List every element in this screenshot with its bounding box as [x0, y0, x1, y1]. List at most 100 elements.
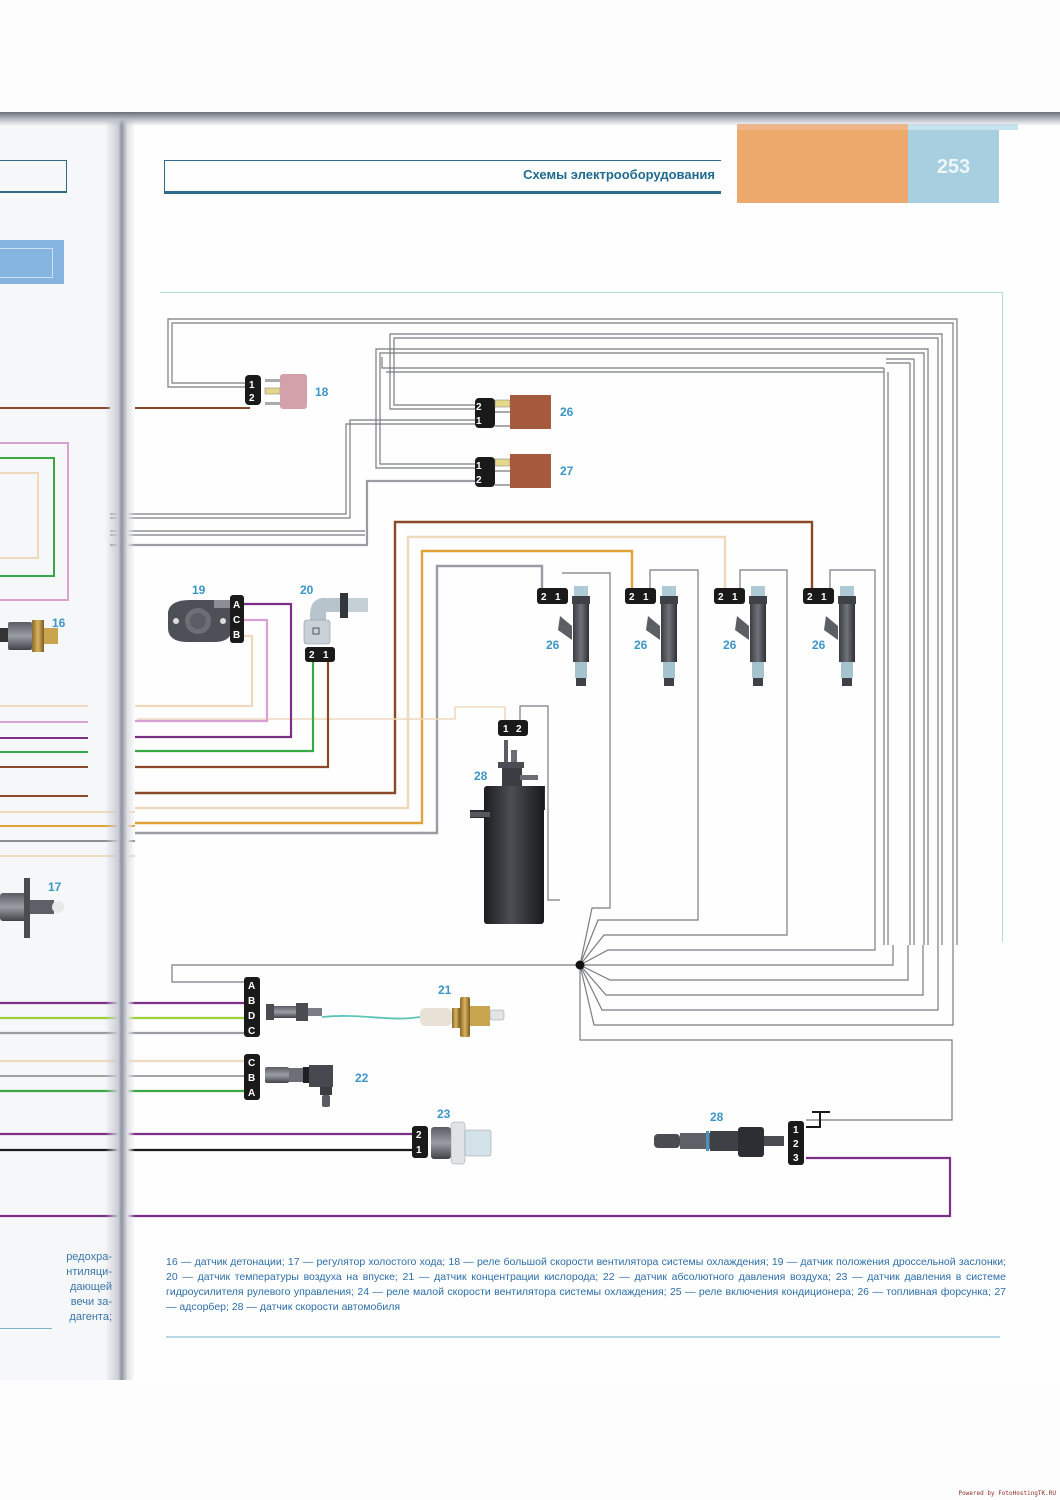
injector-3-pin-1: 1 — [732, 592, 738, 603]
left-text-line: вечи за- — [70, 1296, 112, 1308]
vss-pin-1: 1 — [793, 1125, 799, 1136]
left-bundle-wires — [0, 407, 250, 857]
oxygen-sensor-21: A B D C 21 — [244, 977, 505, 1037]
component-label-28: 28 — [710, 1110, 724, 1124]
injector-1-label: 26 — [546, 638, 560, 652]
frame-right — [1002, 292, 1003, 942]
left-text-line: нтиляци- — [66, 1266, 112, 1278]
tps-iat-wires — [135, 602, 330, 769]
left-page-rule — [0, 1328, 52, 1329]
component-label-19: 19 — [192, 583, 206, 597]
vss-pin-3: 3 — [793, 1153, 799, 1164]
canister-pin-1: 1 — [503, 724, 509, 735]
component-label-24: 26 — [560, 405, 574, 419]
relay-18-pin-2: 2 — [249, 393, 255, 404]
idle-regulator-17: 17 — [0, 878, 64, 938]
injector-1-pin-1: 1 — [555, 592, 561, 603]
relay-25-pin-b1: 1 — [476, 461, 482, 472]
map-pin-b: B — [248, 1073, 255, 1084]
injector-feed-wires — [135, 520, 814, 835]
left-text-line: дагента; — [69, 1311, 112, 1323]
component-label-21: 21 — [438, 983, 452, 997]
frame-top — [160, 292, 1003, 293]
injector-3: 2 1 26 — [714, 586, 767, 686]
injector-3-label: 26 — [723, 638, 737, 652]
ps-pin-1: 1 — [416, 1145, 422, 1156]
injector-2-label: 26 — [634, 638, 648, 652]
canister-pin-2: 2 — [516, 724, 522, 735]
relay-25-pin-b2: 2 — [476, 475, 482, 486]
caption-rule — [166, 1336, 1000, 1338]
injector-4-pin-2: 2 — [807, 592, 813, 603]
o2-pin-c: C — [248, 1026, 255, 1037]
header-orange-strip — [737, 124, 908, 130]
canister-purge-27: 1 2 28 — [470, 720, 545, 924]
footer-credit: Powered by FotoHostingTK.RU — [958, 1490, 1056, 1497]
intake-air-temp-sensor-20: 2 1 20 — [300, 583, 368, 662]
lower-sensor-wires — [0, 1001, 952, 1218]
left-page-text: редохра- нтиляци- дающей вечи за- дагент… — [0, 1250, 112, 1325]
injector-4-label: 26 — [812, 638, 826, 652]
ps-pressure-sensor-23: 2 1 23 — [412, 1107, 492, 1165]
iat-pin-2: 2 — [309, 650, 315, 661]
left-text-line: дающей — [70, 1281, 112, 1293]
component-label-25: 27 — [560, 464, 574, 478]
injector-1-pin-2: 2 — [541, 592, 547, 603]
grey-double-wires-top — [110, 318, 958, 945]
vehicle-speed-sensor-28: 1 2 3 28 — [654, 1110, 804, 1165]
map-pin-a: A — [248, 1088, 255, 1099]
page-number: 253 — [936, 156, 971, 178]
injector-1: 2 1 26 — [537, 586, 590, 686]
component-label-22: 22 — [355, 1071, 369, 1085]
o2-pin-a: A — [248, 981, 255, 992]
iat-pin-1: 1 — [323, 650, 329, 661]
injector-4-pin-1: 1 — [821, 592, 827, 603]
tps-pin-a: A — [233, 600, 240, 611]
component-label-17: 17 — [48, 880, 62, 894]
left-page-blue-block — [0, 240, 64, 284]
tps-pin-b: B — [233, 630, 240, 641]
section-title: Схемы электрооборудования — [523, 167, 715, 182]
header-title-box: Схемы электрооборудования — [164, 160, 721, 194]
throttle-position-sensor-19: A C B 19 — [168, 583, 244, 643]
relay-25: 1 2 27 — [475, 454, 574, 488]
left-page-blue-block-inner — [0, 248, 53, 278]
relay-18: 1 2 18 — [245, 374, 329, 409]
ground-fan-wires — [171, 569, 954, 1121]
header-orange-block — [737, 130, 908, 203]
map-sensor-22: C B A 22 — [244, 1054, 369, 1107]
left-text-line: редохра- — [66, 1251, 112, 1263]
left-page-header-box — [0, 160, 67, 193]
o2-pin-d: D — [248, 1011, 255, 1022]
knock-sensor-16: 16 — [0, 616, 66, 652]
book-spine-shadow — [105, 118, 135, 1380]
component-label-23: 23 — [437, 1107, 451, 1121]
relay-24-pin-a1: 2 — [476, 402, 482, 413]
tps-pin-c: C — [233, 615, 240, 626]
right-page — [120, 118, 1060, 1380]
map-pin-c: C — [248, 1058, 255, 1069]
component-label-27: 28 — [474, 769, 488, 783]
ps-pin-2: 2 — [416, 1130, 422, 1141]
relay-24: 2 1 26 — [475, 395, 574, 429]
injector-2-pin-1: 1 — [643, 592, 649, 603]
injector-2-pin-2: 2 — [629, 592, 635, 603]
component-label-18: 18 — [315, 385, 329, 399]
fuel-injectors: 2 1 26 2 1 26 2 1 — [537, 586, 856, 686]
header-blue-strip — [908, 124, 1018, 130]
header-page-number-block — [908, 130, 999, 203]
ground-node — [575, 960, 585, 970]
component-label-20: 20 — [300, 583, 314, 597]
relay-24-pin-a2: 1 — [476, 416, 482, 427]
left-page — [0, 120, 120, 1380]
injector-2: 2 1 26 — [625, 586, 678, 686]
injector-4: 2 1 26 — [803, 586, 856, 686]
page-top-shadow — [0, 112, 1060, 126]
injector-3-pin-2: 2 — [718, 592, 724, 603]
o2-pin-b: B — [248, 996, 255, 1007]
vss-pin-2: 2 — [793, 1139, 799, 1150]
component-label-16: 16 — [52, 616, 66, 630]
figure-caption: 16 — датчик детонации; 17 — регулятор хо… — [166, 1256, 1006, 1313]
relay-18-pin-1: 1 — [249, 380, 255, 391]
